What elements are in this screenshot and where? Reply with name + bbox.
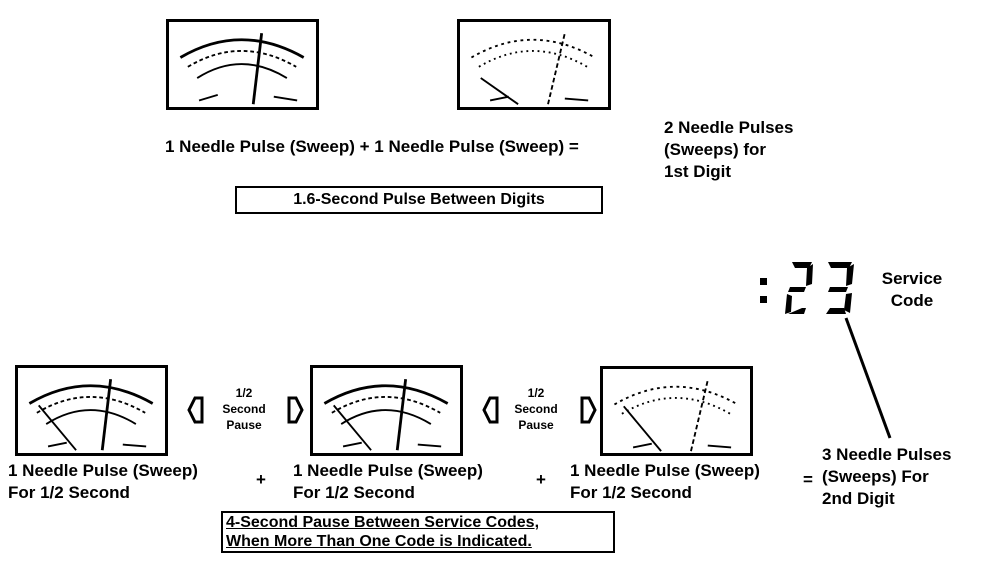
meter-caption-line: For 1/2 Second [570, 483, 692, 502]
top-result-line: 2 Needle Pulses [664, 118, 794, 137]
bottom-result-line: (Sweeps) For [822, 467, 929, 486]
pulse-box: 1.6-Second Pulse Between Digits [235, 186, 603, 214]
bottom-result: 3 Needle Pulses (Sweeps) For 2nd Digit [822, 444, 951, 510]
top-result: 2 Needle Pulses (Sweeps) for 1st Digit [664, 117, 793, 183]
pause-line: Pause [226, 418, 262, 432]
pause-line: Pause [518, 418, 554, 432]
service-code-line: Code [890, 291, 934, 310]
pause-label: 1/2 Second Pause [504, 385, 568, 433]
meter-caption-line: 1 Needle Pulse (Sweep) [293, 461, 483, 480]
meter-caption-line: For 1/2 Second [293, 483, 415, 502]
meter-caption-line: For 1/2 Second [8, 483, 130, 502]
left-arrow-icon [187, 396, 204, 424]
pause-line: 1/2 [235, 386, 253, 400]
right-arrow-icon [580, 396, 597, 424]
analog-meter-icon [15, 365, 168, 456]
plus-sign: + [536, 470, 546, 489]
pause-line: 1/2 [527, 386, 545, 400]
pause-label: 1/2 Second Pause [212, 385, 276, 433]
top-equation: 1 Needle Pulse (Sweep) + 1 Needle Pulse … [165, 137, 579, 156]
service-code-label: Service Code [874, 268, 950, 312]
pause-line: Second [514, 402, 558, 416]
pause-box-line: 4-Second Pause Between Service Codes, [226, 514, 540, 531]
top-result-line: 1st Digit [664, 162, 732, 181]
pointer-line [844, 317, 892, 439]
bottom-result-line: 3 Needle Pulses [822, 445, 952, 464]
top-result-line: (Sweeps) for [664, 140, 767, 159]
plus-sign: + [256, 470, 266, 489]
seven-segment-display [756, 258, 866, 318]
bottom-result-line: 2nd Digit [822, 489, 895, 508]
analog-meter-icon [166, 19, 319, 110]
analog-meter-icon [310, 365, 463, 456]
meter-caption-line: 1 Needle Pulse (Sweep) [570, 461, 760, 480]
pause-box-line: When More Than One Code is Indicated. [226, 533, 532, 550]
analog-meter-icon [457, 19, 611, 110]
right-arrow-icon [287, 396, 304, 424]
pause-box: 4-Second Pause Between Service Codes, Wh… [221, 511, 615, 553]
left-arrow-icon [482, 396, 499, 424]
analog-meter-icon [600, 366, 753, 456]
meter-caption: 1 Needle Pulse (Sweep) For 1/2 Second [293, 460, 483, 504]
service-code-line: Service [881, 269, 943, 288]
pause-line: Second [222, 402, 266, 416]
meter-caption: 1 Needle Pulse (Sweep) For 1/2 Second [570, 460, 760, 504]
equals-sign: = [803, 470, 813, 489]
meter-caption-line: 1 Needle Pulse (Sweep) [8, 461, 198, 480]
meter-caption: 1 Needle Pulse (Sweep) For 1/2 Second [8, 460, 198, 504]
